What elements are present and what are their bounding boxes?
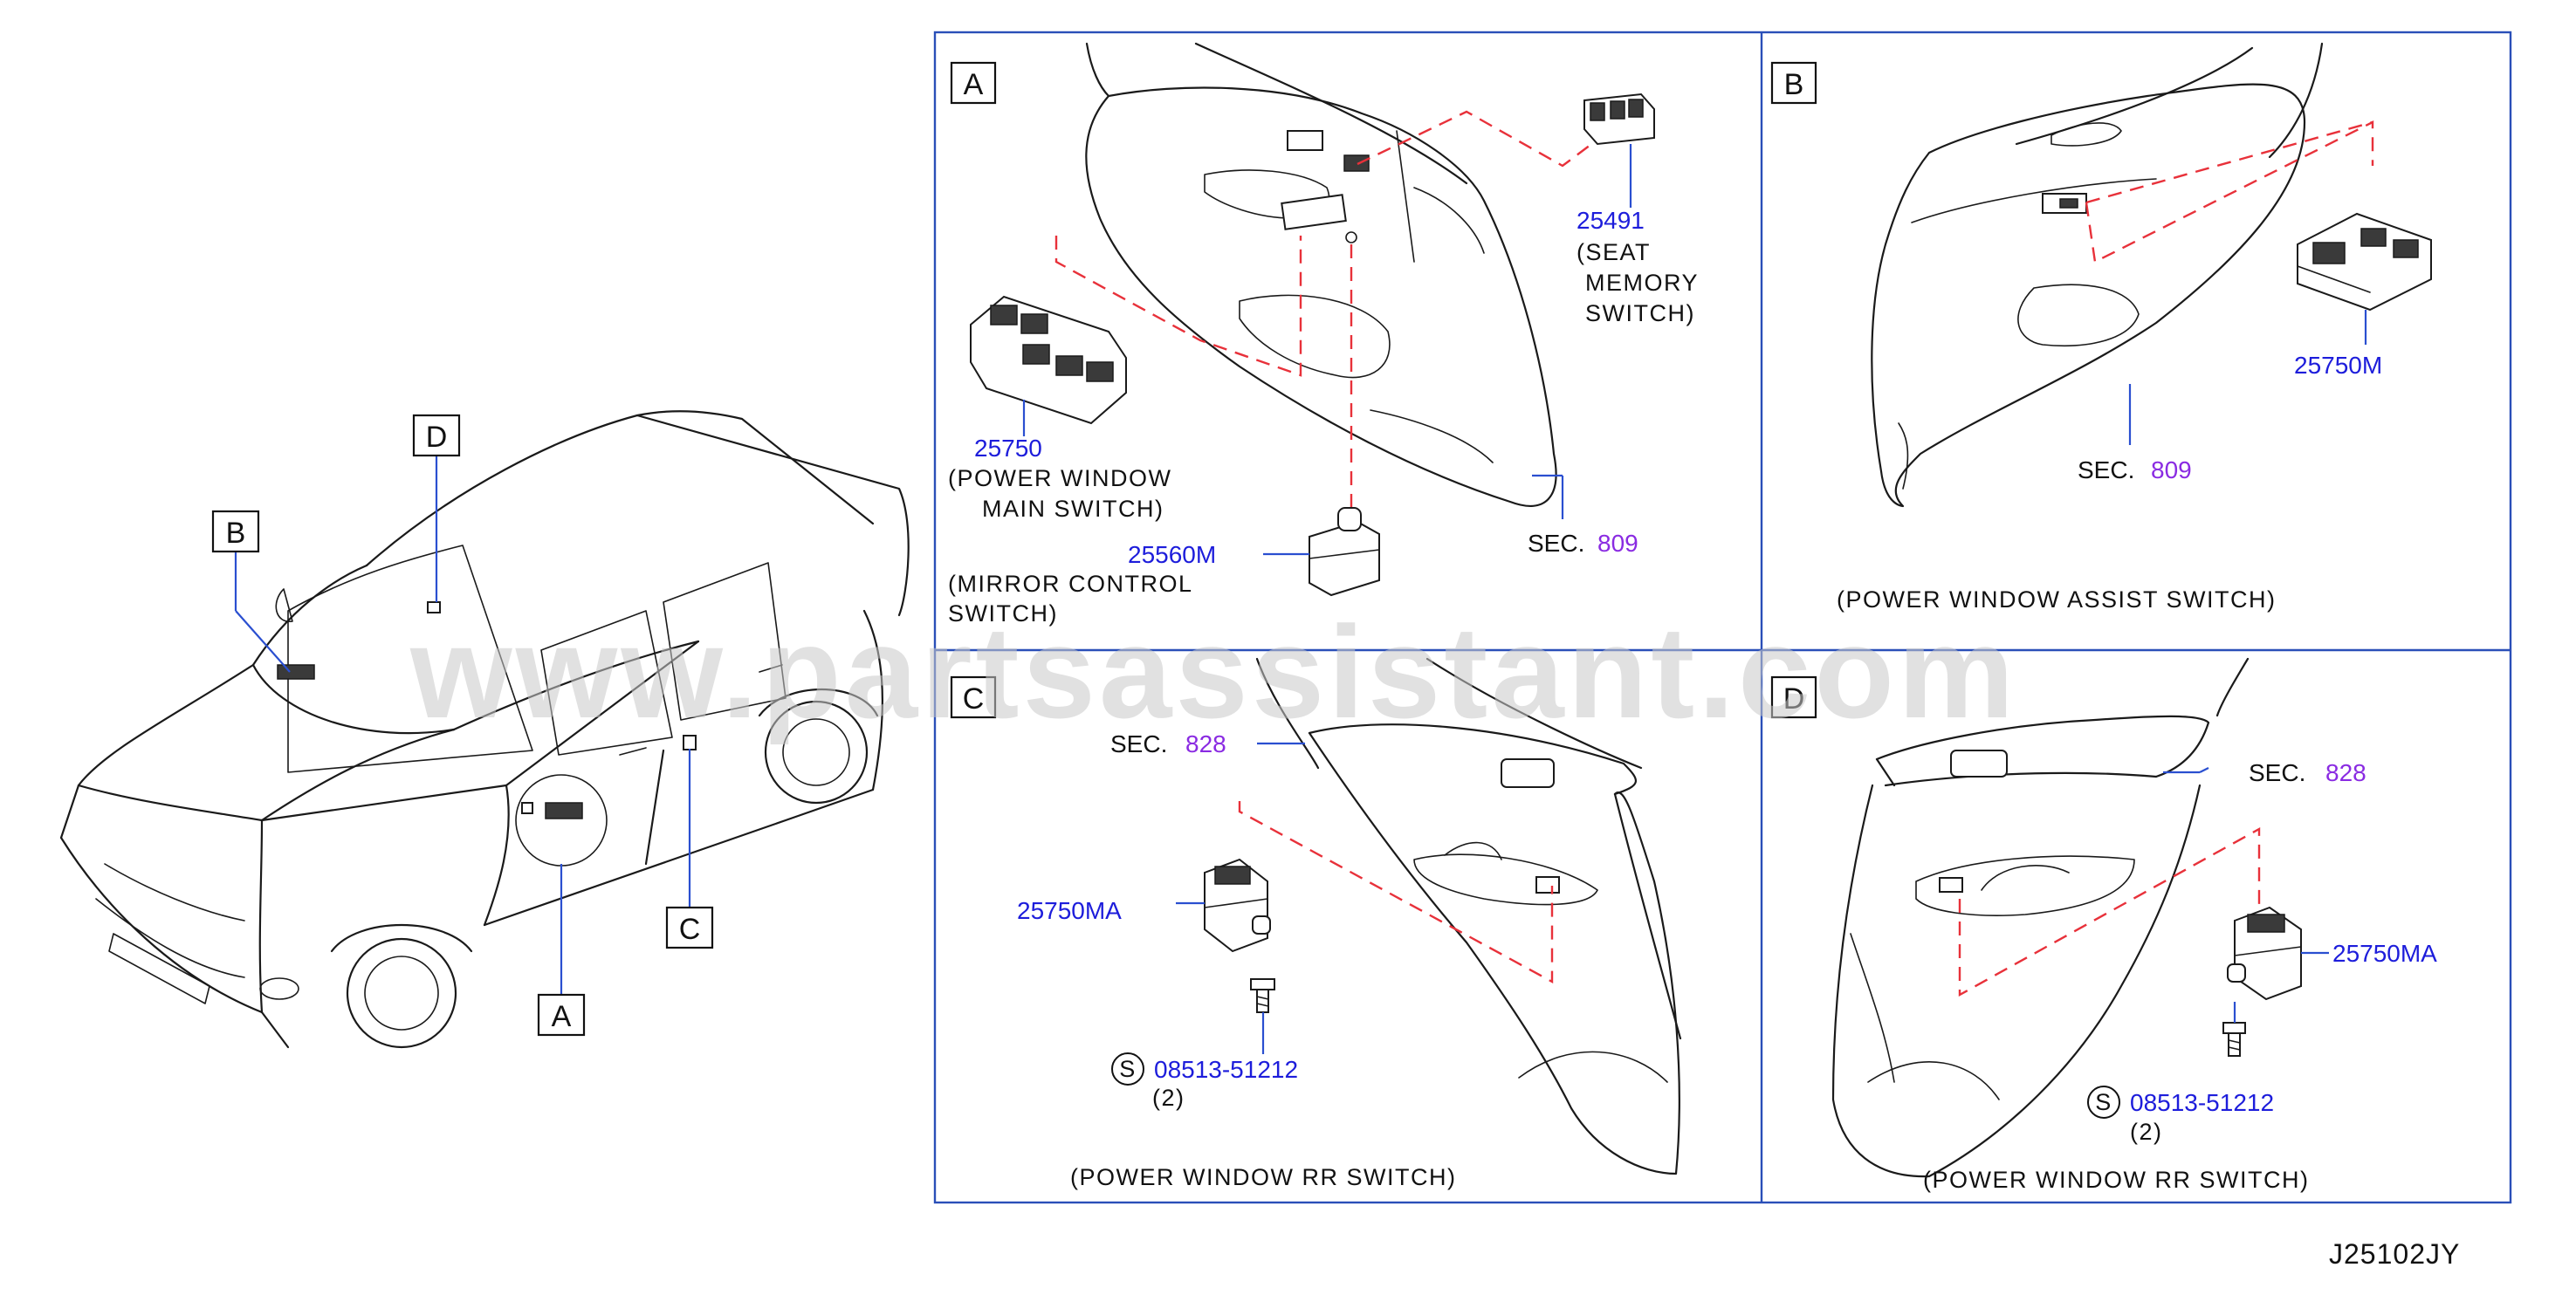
- panel-c-screw-part-number: 08513-51212: [1154, 1056, 1298, 1083]
- panel-d-sec-label: SEC.: [2249, 759, 2305, 786]
- panel-d-screw-symbol: S: [2095, 1089, 2112, 1115]
- panel-a-letter: A: [964, 68, 984, 101]
- callout-label-c: C: [679, 913, 701, 946]
- front-door-trim-assist-drawing: [1871, 42, 2324, 508]
- main-switch-label-1: (POWER WINDOW: [948, 465, 1171, 491]
- panel-d: D SEC. 828 25750MA: [1770, 657, 2437, 1193]
- panel-d-part-number: 25750MA: [2332, 940, 2437, 967]
- callout-box-a: A: [537, 993, 586, 1037]
- main-switch-label-2: MAIN SWITCH): [982, 496, 1164, 522]
- front-door-trim-drawing: [1085, 42, 1557, 507]
- callout-box-b: B: [211, 510, 260, 553]
- mirror-switch-label-2: SWITCH): [948, 600, 1058, 627]
- seat-memory-switch-part: [1583, 92, 1655, 146]
- panel-c: C SEC. 828 25750MA: [950, 657, 1682, 1190]
- panel-d-sec-number: 828: [2325, 759, 2366, 786]
- mirror-switch-part-number: 25560M: [1128, 541, 1216, 568]
- panel-a-sec-label: SEC.: [1528, 530, 1584, 557]
- rear-window-switch-part-d: [2227, 906, 2302, 1001]
- assist-switch-part-number: 25750M: [2294, 352, 2382, 379]
- panel-d-screw-quantity: (2): [2130, 1119, 2163, 1145]
- rear-door-trim-right-drawing: [1831, 657, 2250, 1178]
- diagram-code: J25102JY: [2329, 1238, 2460, 1270]
- seat-memory-label-1: (SEAT: [1577, 239, 1651, 265]
- panel-c-caption: (POWER WINDOW RR SWITCH): [1070, 1164, 1456, 1190]
- panel-d-caption: (POWER WINDOW RR SWITCH): [1923, 1167, 2309, 1193]
- panel-c-screw-symbol: S: [1119, 1056, 1137, 1082]
- rear-door-trim-left-drawing: [1255, 657, 1682, 1175]
- panel-b-sec-label: SEC.: [2078, 456, 2134, 483]
- panel-d-letter: D: [1783, 682, 1805, 716]
- panel-b: B 25750M SEC. 809 (POWER WINDOW ASSIST: [1770, 42, 2432, 613]
- mirror-switch-label-1: (MIRROR CONTROL: [948, 571, 1193, 597]
- panel-c-letter: C: [963, 682, 985, 716]
- callout-label-b: B: [226, 517, 246, 550]
- panel-c-sec-label: SEC.: [1110, 730, 1167, 757]
- callout-box-d: D: [412, 414, 461, 457]
- watermark-text: www.partsassistant.com: [409, 599, 2017, 745]
- panel-a-sec-number: 809: [1597, 530, 1638, 557]
- seat-memory-label-2: MEMORY: [1585, 270, 1699, 296]
- panel-c-part-number: 25750MA: [1017, 897, 1122, 924]
- power-window-assist-switch-part: [2297, 212, 2432, 312]
- callout-label-d: D: [426, 421, 448, 454]
- callout-box-c: C: [665, 906, 714, 949]
- panel-b-letter: B: [1784, 68, 1804, 101]
- vehicle-illustration: [59, 410, 910, 1049]
- seat-memory-label-3: SWITCH): [1585, 300, 1695, 326]
- main-switch-part-number: 25750: [974, 435, 1042, 462]
- panel-c-screw-quantity: (2): [1152, 1085, 1185, 1111]
- callout-label-a: A: [552, 1000, 572, 1033]
- panel-a: A 25491 (SEAT MEMOR: [948, 42, 1699, 627]
- mirror-control-switch-part: [1309, 507, 1380, 597]
- panel-d-screw-part-number: 08513-51212: [2130, 1089, 2274, 1116]
- screw-part-d: [2222, 1002, 2246, 1057]
- screw-part-c: [1250, 978, 1275, 1013]
- rear-window-switch-part-c: [1204, 858, 1271, 953]
- seat-memory-part-number: 25491: [1577, 207, 1645, 234]
- power-window-main-switch-part: [970, 295, 1127, 425]
- panel-grid: [933, 31, 2512, 1204]
- panel-c-sec-number: 828: [1185, 730, 1226, 757]
- panel-b-sec-number: 809: [2151, 456, 2192, 483]
- panel-b-caption: (POWER WINDOW ASSIST SWITCH): [1837, 586, 2277, 613]
